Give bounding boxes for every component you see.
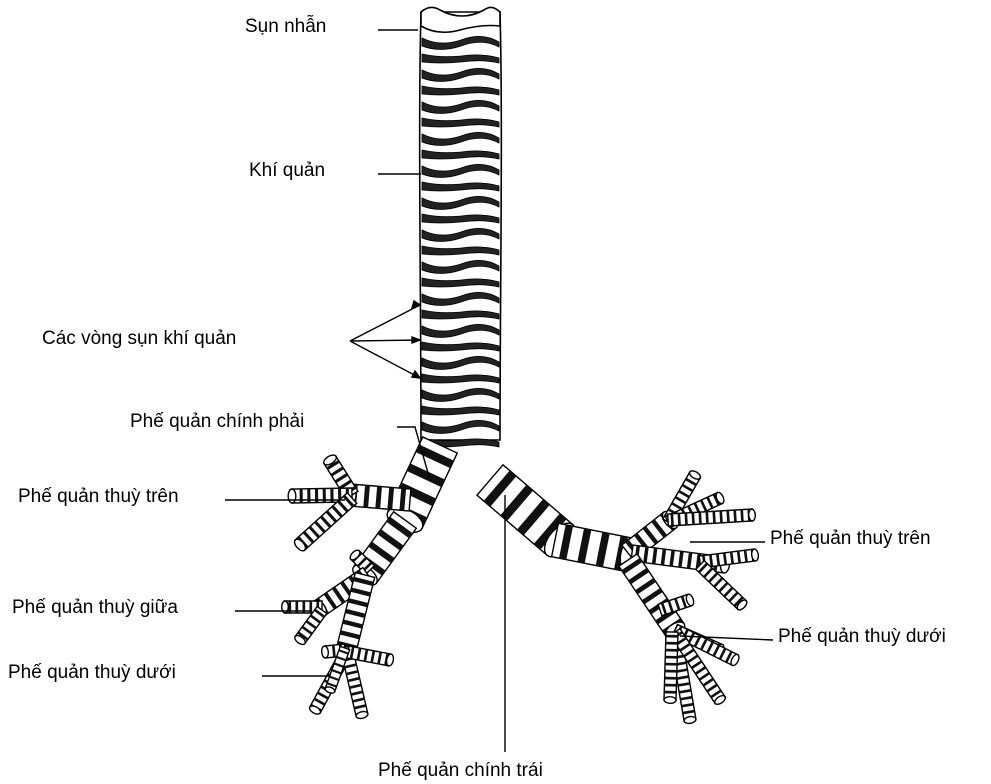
label-right-middle-lobe-bronchus: Phế quản thuỳ giữa (12, 598, 178, 617)
bronchial-ring (390, 487, 392, 509)
bronchus-opening (288, 489, 296, 503)
bronchial-ring (717, 554, 719, 566)
bronchial-ring (731, 552, 733, 564)
bronchus-opening (321, 646, 329, 659)
bronchial-ring (686, 513, 687, 525)
bronchi-drawing (282, 437, 759, 724)
bronchial-ring (724, 553, 726, 565)
label-tracheal-rings: Các vòng sụn khí quản (42, 329, 236, 348)
bronchial-ring (680, 551, 682, 567)
bronchial-ring (654, 548, 656, 564)
leader-ring-2 (350, 340, 420, 341)
bronchial-ring (745, 550, 747, 562)
label-left-lower-lobe-bronchus: Phế quản thuỳ dưới (778, 627, 946, 646)
bronchial-ring (714, 511, 715, 523)
bronchial-ring (728, 510, 729, 522)
label-left-upper-lobe-bronchus: Phế quản thuỳ trên (770, 529, 931, 548)
bronchial-ring (402, 488, 404, 510)
bronchial-ring (742, 510, 743, 522)
label-cricoid-cartilage: Sụn nhẫn (245, 17, 326, 36)
bronchial-ring (735, 510, 736, 522)
label-right-main-bronchus: Phế quản chính phải (130, 412, 304, 431)
bronchial-ring (721, 511, 722, 523)
bronchial-ring (707, 512, 708, 524)
bronchus-opening (748, 509, 755, 521)
bronchial-ring (662, 549, 664, 565)
leader-ring-1 (350, 305, 420, 341)
bronchus-opening (664, 697, 676, 704)
leader-arrowhead (412, 301, 420, 308)
leader-ring-3 (350, 341, 420, 378)
leader-arrowhead (412, 337, 420, 343)
bronchial-ring (689, 552, 691, 568)
bronchial-ring (671, 550, 673, 566)
trachea-drawing (420, 7, 502, 447)
bronchial-ring (738, 551, 740, 563)
bronchial-ring (700, 512, 701, 524)
label-right-lower-lobe-bronchus: Phế quản thuỳ dưới (8, 663, 176, 682)
bronchial-ring (333, 645, 334, 657)
bronchial-ring (679, 513, 680, 525)
label-trachea: Khí quản (249, 161, 325, 180)
bronchial-ring (378, 486, 380, 508)
bronchial-ring (710, 555, 712, 567)
bronchial-ring (366, 485, 368, 507)
label-left-main-bronchus: Phế quản chính trái (378, 761, 543, 780)
bronchial-ring (693, 513, 694, 525)
leader-arrowhead (412, 371, 420, 378)
label-right-upper-lobe-bronchus: Phế quản thuỳ trên (18, 487, 179, 506)
bronchial-ring (672, 514, 673, 526)
bronchial-ring (645, 547, 647, 563)
